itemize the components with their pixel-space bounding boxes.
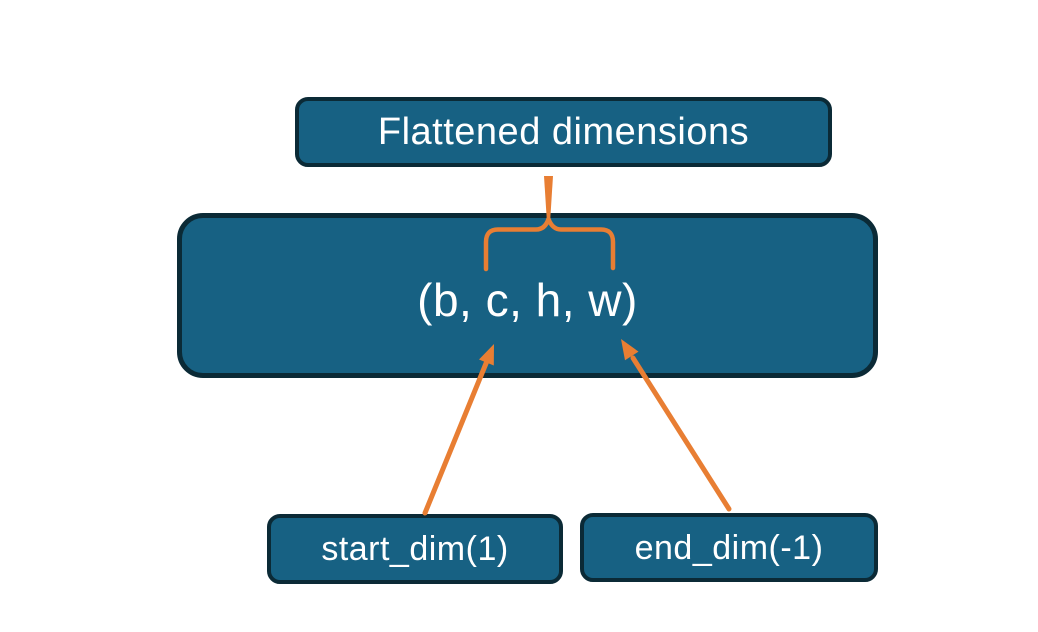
- tensor-shape-label: (b, c, h, w): [417, 273, 638, 326]
- tensor-shape-box: (b, c, h, w): [177, 213, 878, 378]
- end-dim-label: end_dim(-1): [634, 528, 824, 567]
- start-dim-label: start_dim(1): [321, 530, 509, 568]
- start-dim-box: start_dim(1): [267, 514, 563, 584]
- flattened-dimensions-box: Flattened dimensions: [295, 97, 832, 167]
- flattened-dimensions-label: Flattened dimensions: [377, 111, 750, 153]
- end-dim-box: end_dim(-1): [580, 513, 878, 582]
